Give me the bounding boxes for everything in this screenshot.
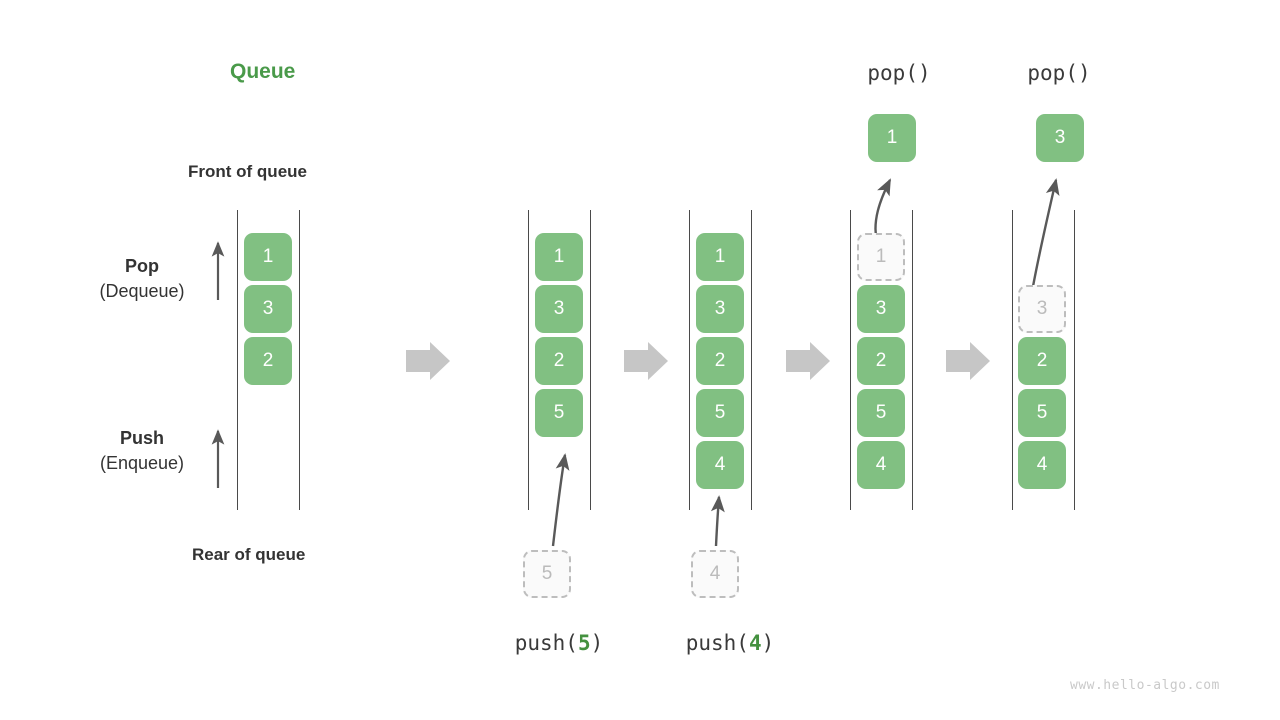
queue-cell: 5 [535, 389, 583, 437]
rear-of-queue-label: Rear of queue [192, 545, 306, 564]
op-prefix: pop() [867, 61, 931, 85]
queue-cell: 2 [244, 337, 292, 385]
operation-label-push-4: push(4) [630, 631, 830, 655]
pop-arrow-stage-5 [1030, 178, 1060, 293]
operation-label-pop-3: pop() [959, 61, 1159, 85]
op-suffix: ) [761, 631, 775, 655]
front-of-queue-label: Front of queue [188, 162, 307, 181]
page-title: Queue [230, 60, 296, 83]
push-enqueue-label: Push (Enqueue) [67, 426, 217, 476]
queue-cell: 4 [696, 441, 744, 489]
site-watermark: www.hello-algo.com [1070, 678, 1220, 693]
flow-arrow-1 [406, 342, 450, 380]
queue-cell: 2 [857, 337, 905, 385]
push-arrow-stage-2 [551, 453, 570, 547]
queue-cell-removed: 3 [1018, 285, 1066, 333]
queue-cell: 1 [244, 233, 292, 281]
incoming-element: 5 [523, 550, 571, 598]
queue-cell: 5 [1018, 389, 1066, 437]
queue-rail-right [590, 210, 591, 510]
operation-label-pop-1: pop() [799, 61, 999, 85]
queue-cell: 4 [857, 441, 905, 489]
queue-cell: 2 [1018, 337, 1066, 385]
queue-rail-left [237, 210, 238, 510]
flow-arrow-2 [624, 342, 668, 380]
operation-label-push-5: push(5) [459, 631, 659, 655]
queue-cell: 4 [1018, 441, 1066, 489]
push-arrow-stage-3 [710, 495, 725, 547]
queue-cell-removed: 1 [857, 233, 905, 281]
queue-cell: 1 [535, 233, 583, 281]
queue-cell: 3 [857, 285, 905, 333]
queue-cell: 5 [696, 389, 744, 437]
queue-rail-left [528, 210, 529, 510]
incoming-element: 4 [691, 550, 739, 598]
queue-cell: 1 [696, 233, 744, 281]
push-label-sub: (Enqueue) [99, 453, 185, 473]
op-arg: 4 [748, 631, 762, 655]
op-suffix: ) [590, 631, 604, 655]
flow-arrow-3 [786, 342, 830, 380]
queue-cell: 3 [696, 285, 744, 333]
push-label-main: Push [119, 428, 164, 448]
queue-cell: 2 [535, 337, 583, 385]
queue-cell: 3 [535, 285, 583, 333]
queue-rail-right [299, 210, 300, 510]
queue-rail-right [751, 210, 752, 510]
queue-rail-right [1074, 210, 1075, 510]
op-prefix: pop() [1027, 61, 1091, 85]
queue-rail-left [689, 210, 690, 510]
flow-arrow-4 [946, 342, 990, 380]
op-arg: 5 [577, 631, 591, 655]
queue-cell: 2 [696, 337, 744, 385]
queue-cell: 5 [857, 389, 905, 437]
queue-rail-left [1012, 210, 1013, 510]
queue-rail-left [850, 210, 851, 510]
popped-element: 3 [1036, 114, 1084, 162]
queue-rail-right [912, 210, 913, 510]
op-prefix: push( [685, 631, 749, 655]
queue-cell: 3 [244, 285, 292, 333]
pop-dequeue-label: Pop (Dequeue) [67, 254, 217, 304]
op-prefix: push( [514, 631, 578, 655]
popped-element: 1 [868, 114, 916, 162]
pop-label-main: Pop [125, 256, 159, 276]
pop-label-sub: (Dequeue) [99, 281, 185, 301]
